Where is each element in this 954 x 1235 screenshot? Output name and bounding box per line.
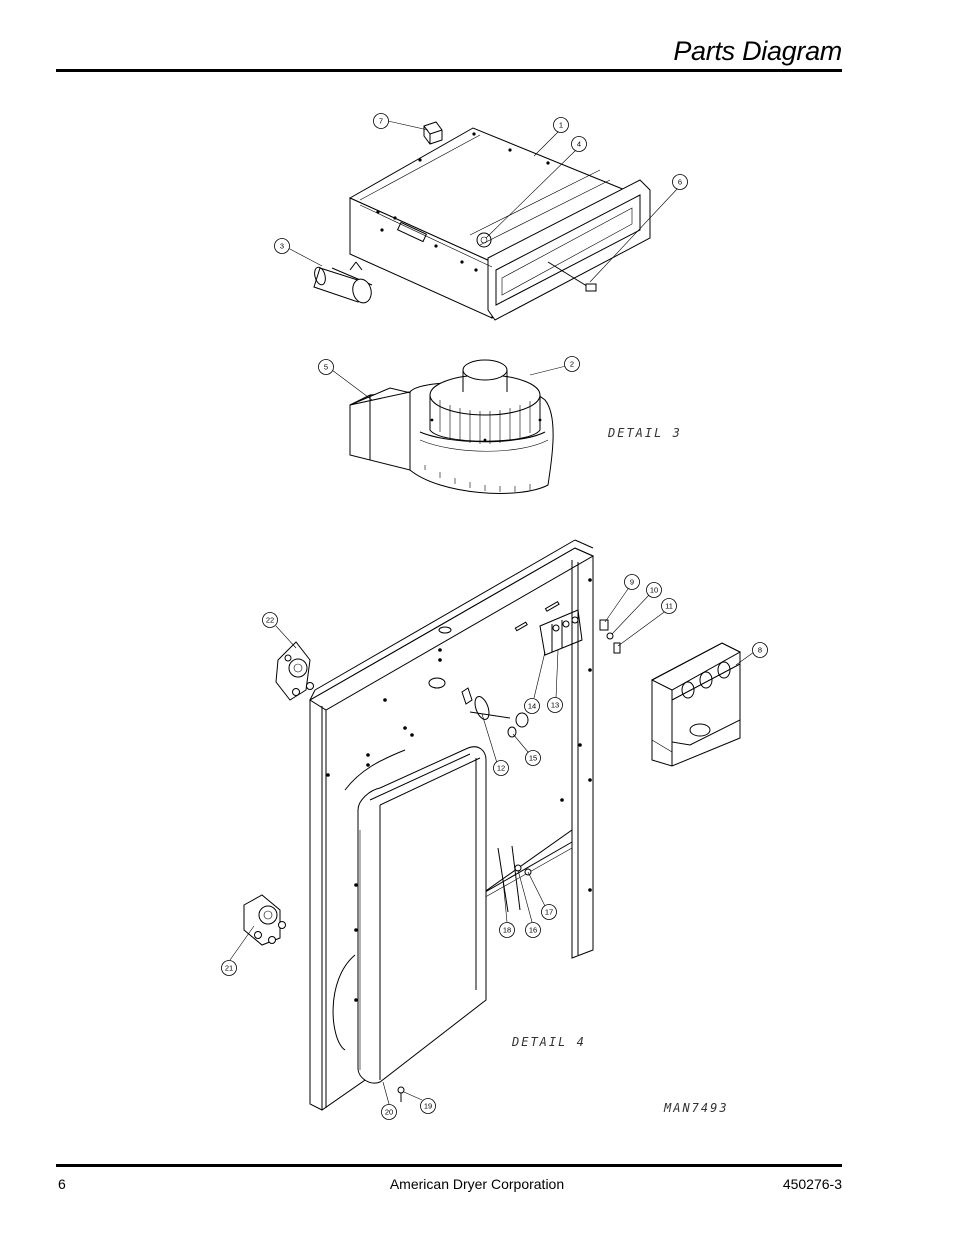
svg-text:15: 15 (529, 754, 537, 763)
svg-text:14: 14 (528, 702, 536, 711)
page-title: Parts Diagram (673, 36, 842, 66)
callout-12: 12 (493, 760, 509, 776)
svg-text:8: 8 (758, 646, 762, 655)
svg-text:20: 20 (385, 1108, 393, 1117)
relay-part (423, 121, 443, 145)
header-rule (56, 69, 842, 72)
document-number: 450276-3 (782, 1176, 842, 1192)
capacitor-part (313, 261, 373, 304)
callout-14: 14 (524, 698, 540, 714)
junction-box (650, 642, 742, 767)
svg-text:19: 19 (424, 1102, 432, 1111)
callout-22: 22 (262, 612, 278, 628)
callout-1: 1 (553, 117, 569, 133)
svg-text:11: 11 (665, 602, 673, 611)
callout-9: 9 (624, 574, 640, 590)
callout-2: 2 (564, 356, 580, 372)
svg-text:12: 12 (497, 764, 505, 773)
callout-20: 20 (381, 1104, 397, 1120)
detail-3-label: DETAIL 3 (607, 426, 682, 440)
svg-text:6: 6 (678, 178, 682, 187)
blower-housing (349, 359, 554, 494)
heater-box-housing (348, 127, 651, 321)
svg-text:16: 16 (529, 926, 537, 935)
callout-4: 4 (571, 136, 587, 152)
svg-text:3: 3 (280, 242, 284, 251)
callout-21: 21 (221, 960, 237, 976)
svg-text:2: 2 (570, 360, 574, 369)
svg-text:1: 1 (559, 121, 563, 130)
callout-5: 5 (318, 359, 334, 375)
hinge-lower (243, 894, 286, 946)
callout-17: 17 (541, 904, 557, 920)
footer-rule (56, 1164, 842, 1167)
access-panel (357, 746, 487, 1084)
callout-11: 11 (661, 598, 677, 614)
callout-8: 8 (752, 642, 768, 658)
svg-text:9: 9 (630, 578, 634, 587)
page-number: 6 (58, 1176, 66, 1192)
svg-text:10: 10 (650, 586, 658, 595)
callout-13: 13 (547, 697, 563, 713)
svg-text:17: 17 (545, 908, 553, 917)
callout-7: 7 (373, 113, 389, 129)
svg-text:18: 18 (503, 926, 511, 935)
svg-text:22: 22 (266, 616, 274, 625)
svg-text:13: 13 (551, 701, 559, 710)
drawing-number: MAN7493 (663, 1101, 729, 1115)
callouts: 7 1 4 6 3 5 2 9 10 11 22 8 14 13 12 15 1… (221, 113, 768, 1120)
company-name: American Dryer Corporation (389, 1176, 565, 1192)
callout-18: 18 (499, 922, 515, 938)
callout-10: 10 (646, 582, 662, 598)
blower-wheel (429, 359, 541, 444)
svg-text:7: 7 (379, 117, 383, 126)
svg-text:4: 4 (577, 140, 581, 149)
panel-screw (397, 1086, 405, 1102)
switch-parts (599, 619, 621, 654)
callout-6: 6 (672, 174, 688, 190)
callout-15: 15 (525, 750, 541, 766)
svg-text:5: 5 (324, 363, 328, 372)
callout-16: 16 (525, 922, 541, 938)
callout-3: 3 (274, 238, 290, 254)
hinge-upper (275, 641, 314, 701)
svg-text:21: 21 (225, 964, 233, 973)
detail-4-label: DETAIL 4 (511, 1035, 586, 1049)
callout-19: 19 (420, 1098, 436, 1114)
leader-lines (229, 120, 755, 1105)
